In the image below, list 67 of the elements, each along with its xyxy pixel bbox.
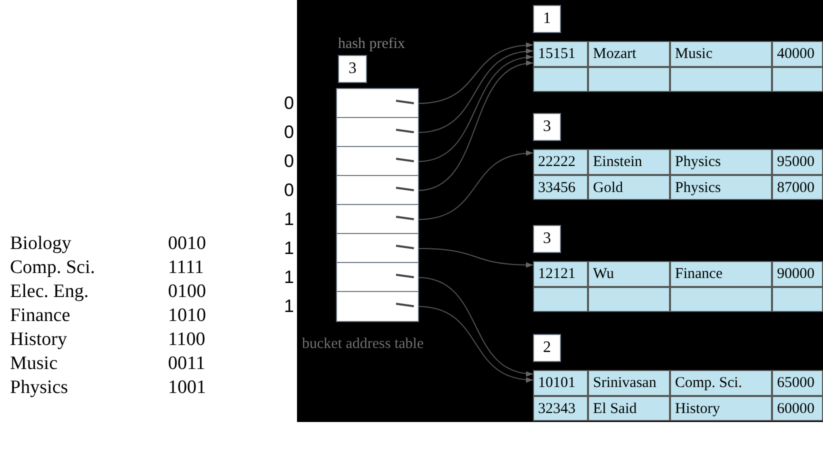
bucket — [533, 334, 823, 422]
local-depth-box: 1 — [533, 5, 561, 33]
record-field: History — [670, 396, 772, 421]
binary-digit: 1 — [284, 267, 294, 287]
pointer-arrow — [418, 48, 534, 133]
record-field: 22222 — [533, 149, 588, 174]
bucket — [533, 113, 823, 200]
record-field: 40000 — [772, 41, 823, 66]
depth-value: 3 — [348, 59, 356, 79]
hash-value: 1001 — [168, 377, 206, 399]
record-field: Finance — [670, 261, 772, 286]
record-field: 33456 — [533, 174, 588, 200]
pointer-arrow — [418, 150, 534, 220]
binary-digit: 0 — [284, 122, 294, 142]
hash-value: 0011 — [168, 353, 206, 375]
hash-value: 0100 — [168, 281, 206, 303]
pointer-arrow — [418, 248, 534, 268]
local-depth-box: 3 — [533, 113, 561, 141]
department-name: Music — [10, 353, 58, 375]
record-field: 90000 — [772, 261, 823, 286]
record-field: Comp. Sci. — [670, 370, 772, 396]
record-field: Gold — [588, 174, 670, 200]
record-field: 15151 — [533, 41, 588, 66]
table-caption: bucket address table — [302, 335, 424, 354]
hash-value: 0010 — [168, 233, 206, 255]
binary-digit: 0 — [284, 151, 294, 171]
local-depth-box: 3 — [533, 225, 561, 253]
pointer-arrow — [418, 55, 534, 162]
binary-digit: 1 — [284, 209, 294, 229]
pointer-arrow — [418, 42, 534, 104]
department-name: Physics — [10, 377, 68, 399]
record-field: Wu — [588, 261, 670, 286]
hash-value: 1010 — [168, 305, 206, 327]
department-name: History — [10, 329, 67, 351]
record-field: 65000 — [772, 370, 823, 396]
record-field: 32343 — [533, 396, 588, 421]
local-depth-box: 2 — [533, 334, 561, 362]
department-name: Comp. Sci. — [10, 257, 95, 279]
pointer-arrow — [418, 61, 534, 191]
table-caption: hash prefix — [338, 35, 406, 54]
bucket — [533, 225, 823, 312]
department-name: Finance — [10, 305, 70, 327]
department-name: Elec. Eng. — [10, 281, 89, 303]
record-field: 95000 — [772, 149, 823, 174]
record-field: Physics — [670, 174, 772, 200]
record-field: Mozart — [588, 41, 670, 66]
bucket — [533, 5, 823, 92]
global-depth-box — [338, 55, 367, 83]
pointer-arrow — [418, 306, 534, 382]
record-field: Srinivasan — [588, 370, 670, 396]
hash-value: 1100 — [168, 329, 206, 351]
record-field: 87000 — [772, 174, 823, 200]
record-field: 10101 — [533, 370, 588, 396]
record-field: 12121 — [533, 261, 588, 286]
record-field: 60000 — [772, 396, 823, 421]
record-field: El Said — [588, 396, 670, 421]
binary-digit: 0 — [284, 93, 294, 113]
hash-value: 1111 — [168, 257, 204, 279]
record-field: Einstein — [588, 149, 670, 174]
record-field: Physics — [670, 149, 772, 174]
binary-digit: 1 — [284, 296, 294, 316]
binary-digit: 1 — [284, 238, 294, 258]
bucket-address-table — [337, 89, 418, 321]
pointer-arrow — [418, 277, 534, 376]
binary-digit: 0 — [284, 180, 294, 200]
record-field: Music — [670, 41, 772, 66]
department-name: Biology — [10, 233, 72, 255]
